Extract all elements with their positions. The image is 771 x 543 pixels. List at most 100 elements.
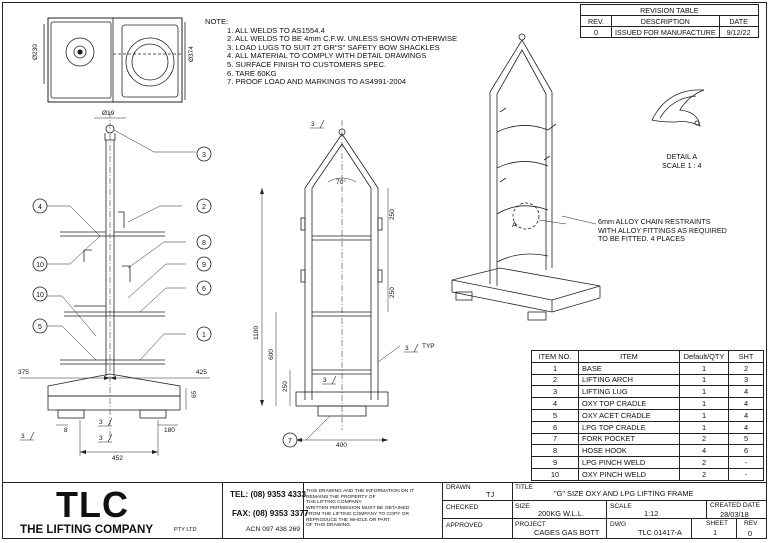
item-balloon-number: 6 [202, 286, 206, 293]
bom-item-name: LIFTING LUG [578, 385, 680, 399]
project-label: PROJECT [515, 521, 546, 528]
dimension-label: 8 [64, 427, 68, 434]
copyright-line: THE LIFTING COMPANY. [306, 500, 363, 506]
dimension-label: TYP [422, 343, 435, 350]
bom-sheet: - [728, 467, 764, 481]
detail-a-view [651, 89, 705, 127]
title-label: TITLE [515, 484, 533, 491]
sheet-label: SHEET [706, 520, 728, 527]
dimension-label: 1100 [253, 326, 260, 340]
bom-item-name: OXY TOP CRADLE [578, 397, 680, 410]
bom-sheet: 5 [728, 432, 764, 446]
dimension-label: Ø230 [32, 44, 39, 60]
note-item: 7. PROOF LOAD AND MARKINGS TO AS4991-200… [227, 77, 407, 87]
bom-qty: 1 [679, 397, 729, 410]
bom-sheet: 4 [728, 397, 764, 410]
bom-qty: 2 [679, 467, 729, 481]
weld-symbols [20, 119, 419, 443]
company-name: THE LIFTING COMPANY [20, 523, 154, 536]
copyright-line: OF THIS DRAWING. [306, 523, 352, 529]
dimension-label: 65 [191, 390, 198, 398]
bom-sheet: 4 [728, 408, 764, 422]
front-view [20, 112, 210, 456]
dwg-label: DWG [610, 521, 627, 528]
bom-sheet: 4 [728, 385, 764, 399]
item-balloon-number: 9 [202, 262, 206, 269]
note-item: 2. ALL WELDS TO BE 4mm C.F.W. UNLESS SHO… [227, 34, 458, 44]
copyright-line: FROM THE LIFTING COMPANY TO COPY OR [306, 511, 409, 517]
bom-qty: 4 [679, 444, 729, 458]
phone-number: TEL: (08) 9353 4333 [230, 490, 307, 499]
revision-table: REVISION TABLE REV. DESCRIPTION DATE 0 I… [580, 4, 759, 38]
bom-item-no: 1 [531, 361, 579, 375]
bom-header-item-no: ITEM NO. [531, 350, 579, 363]
bom-item-name: LPG PINCH WELD [578, 456, 680, 469]
date-cell: 9/12/22 [718, 26, 759, 38]
item-balloon-number: 7 [288, 438, 292, 445]
dimension-label: 250 [282, 381, 289, 392]
chain-note-line: WITH ALLOY FITTINGS AS REQUIRED [598, 225, 727, 235]
general-notes: NOTE: 1. ALL WELDS TO AS1554.4 2. ALL WE… [205, 17, 458, 87]
description-header: DESCRIPTION [611, 15, 720, 27]
description-cell: ISSUED FOR MANUFACTURE [611, 26, 720, 38]
bom-item-no: 6 [531, 420, 579, 434]
top-view [43, 17, 186, 103]
sheet-value: 1 [713, 528, 718, 537]
dimension-label: 600 [268, 349, 275, 360]
chain-note-line: 6mm ALLOY CHAIN RESTRAINTS [598, 217, 711, 226]
copyright-line: REMAINS THE PROPERTY OF [306, 494, 376, 500]
scale-value: 1:12 [644, 509, 659, 518]
acn-number: ACN 097 438 269 [246, 526, 301, 533]
bom-item-name: OXY PINCH WELD [578, 467, 680, 481]
created-label: CREATED DATE [710, 502, 760, 509]
bom-qty: 1 [679, 361, 729, 375]
rev-value: 0 [748, 529, 753, 538]
note-item: 6. TARE 60KG [227, 68, 277, 78]
bom-qty: 1 [679, 408, 729, 422]
bom-item-name: HOSE HOOK [578, 444, 680, 458]
dimension-label: 400 [336, 442, 347, 449]
bom-item-no: 4 [531, 397, 579, 410]
dimension-label: Ø374 [188, 46, 195, 62]
note-item: 5. SURFACE FINISH TO CUSTOMERS SPEC. [227, 59, 387, 69]
checked-label: CHECKED [446, 504, 479, 511]
size-label: SIZE [515, 503, 530, 510]
copyright-line: REPRODUCE THE WHOLE OR PART [306, 517, 391, 523]
drawn-value: TJ [486, 490, 495, 499]
dimension-label: 180 [164, 427, 175, 434]
bom-item-no: 5 [531, 408, 579, 422]
item-balloon-number: 4 [38, 204, 42, 211]
detail-scale: SCALE 1 : 4 [662, 161, 702, 170]
rev-label: REV [744, 520, 758, 527]
drawing-title: "G" SIZE OXY AND LPG LIFTING FRAME [554, 489, 694, 498]
bom-qty: 2 [679, 432, 729, 446]
bom-qty: 1 [679, 385, 729, 399]
dimension-label: 375 [18, 369, 29, 376]
fax-number: FAX: (08) 9353 3377 [232, 509, 309, 518]
notes-title: NOTE: [205, 17, 229, 26]
bom-qty: 2 [679, 456, 729, 469]
bom-item-name: FORK POCKET [578, 432, 680, 446]
detail-a-label: DETAIL A SCALE 1 : 4 [662, 152, 702, 170]
weld-size-label: 3 [21, 433, 25, 440]
item-balloons [32, 146, 298, 448]
item-balloon-number: 8 [202, 240, 206, 247]
item-balloon-number: 5 [38, 324, 42, 331]
item-balloon-number: 3 [202, 152, 206, 159]
approved-label: APPROVED [446, 522, 483, 529]
revision-table-title: REVISION TABLE [580, 4, 759, 16]
bom-sheet: 4 [728, 420, 764, 434]
company-logo: TLC [56, 484, 129, 525]
item-balloon-number: 1 [202, 332, 206, 339]
note-item: 4. ALL MATERIAL TO COMPLY WITH DETAIL DR… [227, 51, 427, 61]
rev-header: REV. [580, 15, 612, 27]
bom-item-no: 8 [531, 444, 579, 458]
bom-sheet: - [728, 456, 764, 469]
side-view [261, 120, 401, 441]
note-item: 1. ALL WELDS TO AS1554.4 [227, 25, 325, 35]
dimension-label: 425 [196, 369, 207, 376]
